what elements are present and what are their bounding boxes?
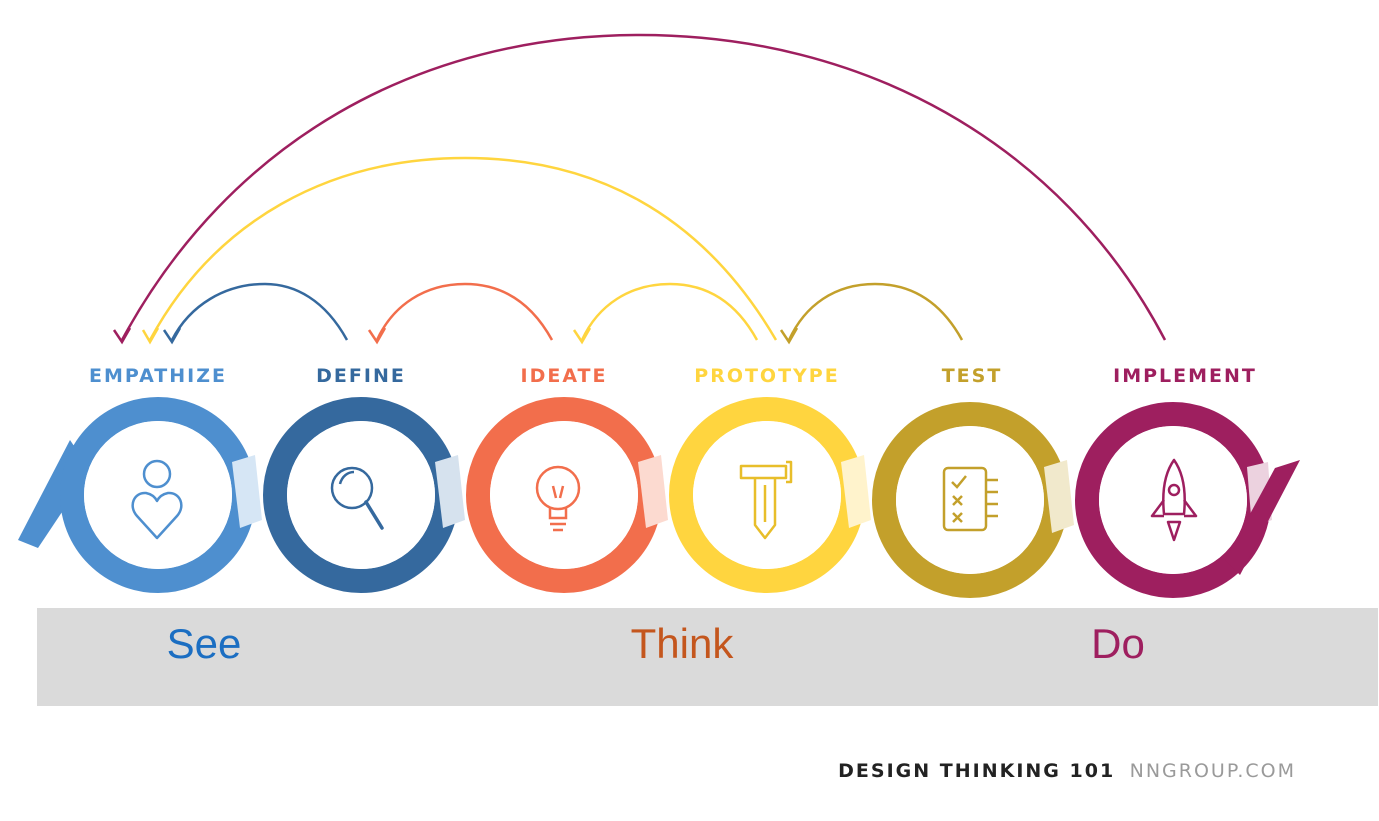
ring-test (872, 402, 1074, 598)
magnifier-icon (330, 466, 384, 530)
ring-ideate (466, 397, 668, 593)
lightbulb-icon (535, 465, 581, 532)
phase-band (37, 608, 1378, 706)
phase-label-see: See (167, 620, 242, 667)
rocket-icon (1150, 458, 1198, 542)
stage-icons (131, 458, 1198, 542)
footer-line: DESIGN THINKING 101 NNGROUP.COM (838, 760, 1296, 782)
arrowhead-test (779, 327, 799, 345)
ring-implement (1075, 402, 1300, 598)
stage-label-implement: IMPLEMENT (1113, 365, 1257, 387)
feedback-arrow-prototype-to-ideate (580, 282, 759, 341)
phase-labels: See Think Do (167, 620, 1145, 667)
arrowhead-prototype-long (141, 327, 160, 345)
stage-labels: EMPATHIZE DEFINE IDEATE PROTOTYPE TEST I… (89, 365, 1257, 387)
footer-site: NNGROUP.COM (1130, 760, 1296, 782)
feedback-arrow-ideate-to-define (375, 282, 554, 341)
stage-label-empathize: EMPATHIZE (89, 365, 227, 387)
person-heart-icon (131, 459, 183, 540)
feedback-arrows (112, 33, 1167, 345)
feedback-arrow-define-to-empathize (170, 282, 349, 341)
arrowhead-ideate (367, 327, 387, 345)
stage-label-ideate: IDEATE (521, 365, 608, 387)
arrowhead-implement (112, 327, 132, 345)
phase-label-do: Do (1091, 620, 1145, 667)
ring-define (263, 397, 465, 593)
footer-title: DESIGN THINKING 101 (838, 760, 1115, 782)
stage-label-define: DEFINE (316, 365, 406, 387)
feedback-arrow-test-to-prototype (787, 282, 964, 341)
stage-label-prototype: PROTOTYPE (694, 365, 839, 387)
ring-empathize (18, 397, 262, 593)
ring-prototype (669, 397, 871, 593)
arrowhead-prototype-short (572, 327, 592, 345)
arrowhead-define (162, 327, 182, 345)
checklist-icon (942, 466, 998, 532)
feedback-arrow-prototype-to-empathize (148, 156, 778, 341)
feedback-arrow-implement-to-empathize (120, 33, 1167, 341)
hammer-pencil-icon (739, 460, 793, 540)
stage-rings (18, 397, 1300, 598)
stage-label-test: TEST (942, 365, 1003, 387)
phase-label-think: Think (631, 620, 735, 667)
